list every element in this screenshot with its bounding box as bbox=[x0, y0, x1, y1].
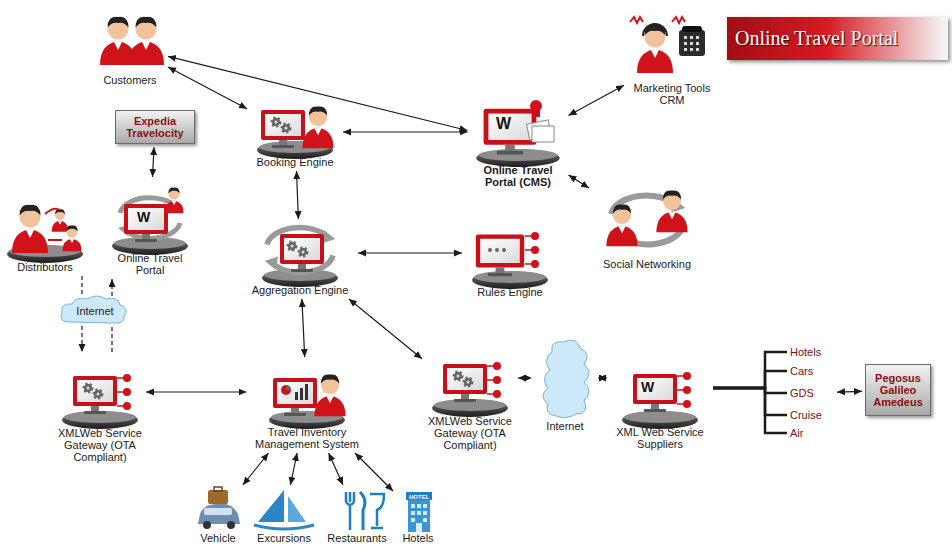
icon-node: Vehicle bbox=[193, 488, 243, 544]
dashed-connector bbox=[81, 276, 82, 296]
node-label: Vehicle bbox=[193, 532, 243, 544]
node-label: Rules Engine bbox=[465, 286, 555, 298]
arrow-connector bbox=[290, 453, 297, 485]
icon-node: Marketing Tools CRM bbox=[627, 12, 717, 106]
node-label: Excursions bbox=[253, 532, 315, 544]
icon-node: Rules Engine bbox=[465, 222, 555, 298]
icon-node: Excursions bbox=[253, 488, 315, 544]
icon-node: Aggregation Engine bbox=[245, 222, 355, 296]
arrow-connector bbox=[168, 56, 468, 130]
screen-letter: W bbox=[496, 116, 511, 132]
label-box: Pegosus Galileo Amedeus bbox=[865, 364, 931, 416]
label-box: Expedia Travelocity bbox=[115, 110, 195, 144]
list-item: Air bbox=[790, 427, 834, 439]
dashed-connector bbox=[111, 279, 112, 296]
node-label: GDS bbox=[790, 387, 834, 399]
list-item: GDS bbox=[790, 387, 834, 399]
node-label: Hotels bbox=[396, 532, 440, 544]
screen-letter: W bbox=[641, 380, 654, 394]
icon-node: Social Networking bbox=[592, 180, 702, 270]
arrow-connector bbox=[837, 391, 862, 393]
title-banner: Online Travel Portal bbox=[727, 17, 948, 60]
icon-node: Customers bbox=[95, 8, 165, 86]
arrow-connector bbox=[569, 175, 590, 188]
icon-node: Restaurants bbox=[323, 488, 391, 544]
node-label: XML Web Service Suppliers bbox=[610, 426, 710, 450]
arrow-connector bbox=[349, 299, 422, 359]
arrow-connector bbox=[569, 85, 625, 115]
node-label: Air bbox=[790, 427, 834, 439]
node-label: Expedia Travelocity bbox=[120, 115, 190, 139]
arrow-connector bbox=[358, 252, 462, 253]
bracket-line bbox=[713, 352, 787, 388]
icon-node: Distributors bbox=[5, 195, 85, 273]
node-label: Restaurants bbox=[323, 532, 391, 544]
node-label: Marketing Tools CRM bbox=[627, 82, 717, 106]
cloud-node: Internet bbox=[62, 299, 128, 323]
arrow-connector bbox=[343, 131, 468, 132]
node-label: Internet bbox=[535, 420, 595, 432]
node-label: Distributors bbox=[5, 261, 85, 273]
screen-letter: W bbox=[137, 210, 150, 224]
arrow-connector bbox=[297, 171, 299, 219]
node-label: Aggregation Engine bbox=[245, 284, 355, 296]
icon-node: Internet bbox=[535, 338, 595, 432]
icon-node: Booking Engine bbox=[250, 100, 340, 168]
icon-node: Travel Inventory Management System bbox=[250, 360, 365, 450]
list-item: Cruise bbox=[790, 409, 834, 421]
node-label: XMLWeb Service Gateway (OTA Compliant) bbox=[57, 427, 143, 463]
node-label: Online Travel Portal (CMS) bbox=[471, 164, 566, 188]
node-label: Social Networking bbox=[592, 258, 702, 270]
node-label: Internet bbox=[62, 299, 128, 323]
arrow-connector bbox=[243, 453, 269, 485]
dashed-connector bbox=[598, 377, 607, 378]
icon-node: XMLWeb Service Gateway (OTA Compliant) bbox=[57, 355, 143, 463]
dashed-connector bbox=[81, 326, 82, 352]
bracket-line bbox=[713, 371, 787, 388]
node-label: Travel Inventory Management System bbox=[250, 426, 365, 450]
dashed-connector bbox=[111, 326, 112, 352]
icon-node: XML Web Service Suppliers bbox=[610, 350, 710, 450]
node-label: Cruise bbox=[790, 409, 834, 421]
arrow-connector bbox=[302, 299, 305, 357]
node-label: Booking Engine bbox=[250, 156, 340, 168]
bracket-line bbox=[713, 388, 787, 433]
sign-text: HOTEL bbox=[409, 494, 429, 500]
bracket-line bbox=[713, 388, 787, 415]
dashed-connector bbox=[518, 377, 532, 378]
node-label: XMLWeb Service Gateway (OTA Compliant) bbox=[425, 415, 515, 451]
arrow-connector bbox=[153, 147, 155, 177]
node-label: Hotels bbox=[790, 346, 834, 358]
icon-node: Online Travel Portal bbox=[105, 180, 195, 276]
arrow-connector bbox=[146, 391, 247, 392]
node-label: Customers bbox=[95, 74, 165, 86]
node-label: Cars bbox=[790, 365, 834, 377]
node-label: Pegosus Galileo Amedeus bbox=[870, 372, 926, 408]
arrow-connector bbox=[355, 453, 393, 491]
icon-node: XMLWeb Service Gateway (OTA Compliant) bbox=[425, 345, 515, 451]
list-item: Hotels bbox=[790, 346, 834, 358]
arrow-connector bbox=[329, 453, 343, 485]
icon-node: Online Travel Portal (CMS) bbox=[471, 98, 566, 188]
list-item: Cars bbox=[790, 365, 834, 377]
node-label: Online Travel Portal bbox=[105, 252, 195, 276]
